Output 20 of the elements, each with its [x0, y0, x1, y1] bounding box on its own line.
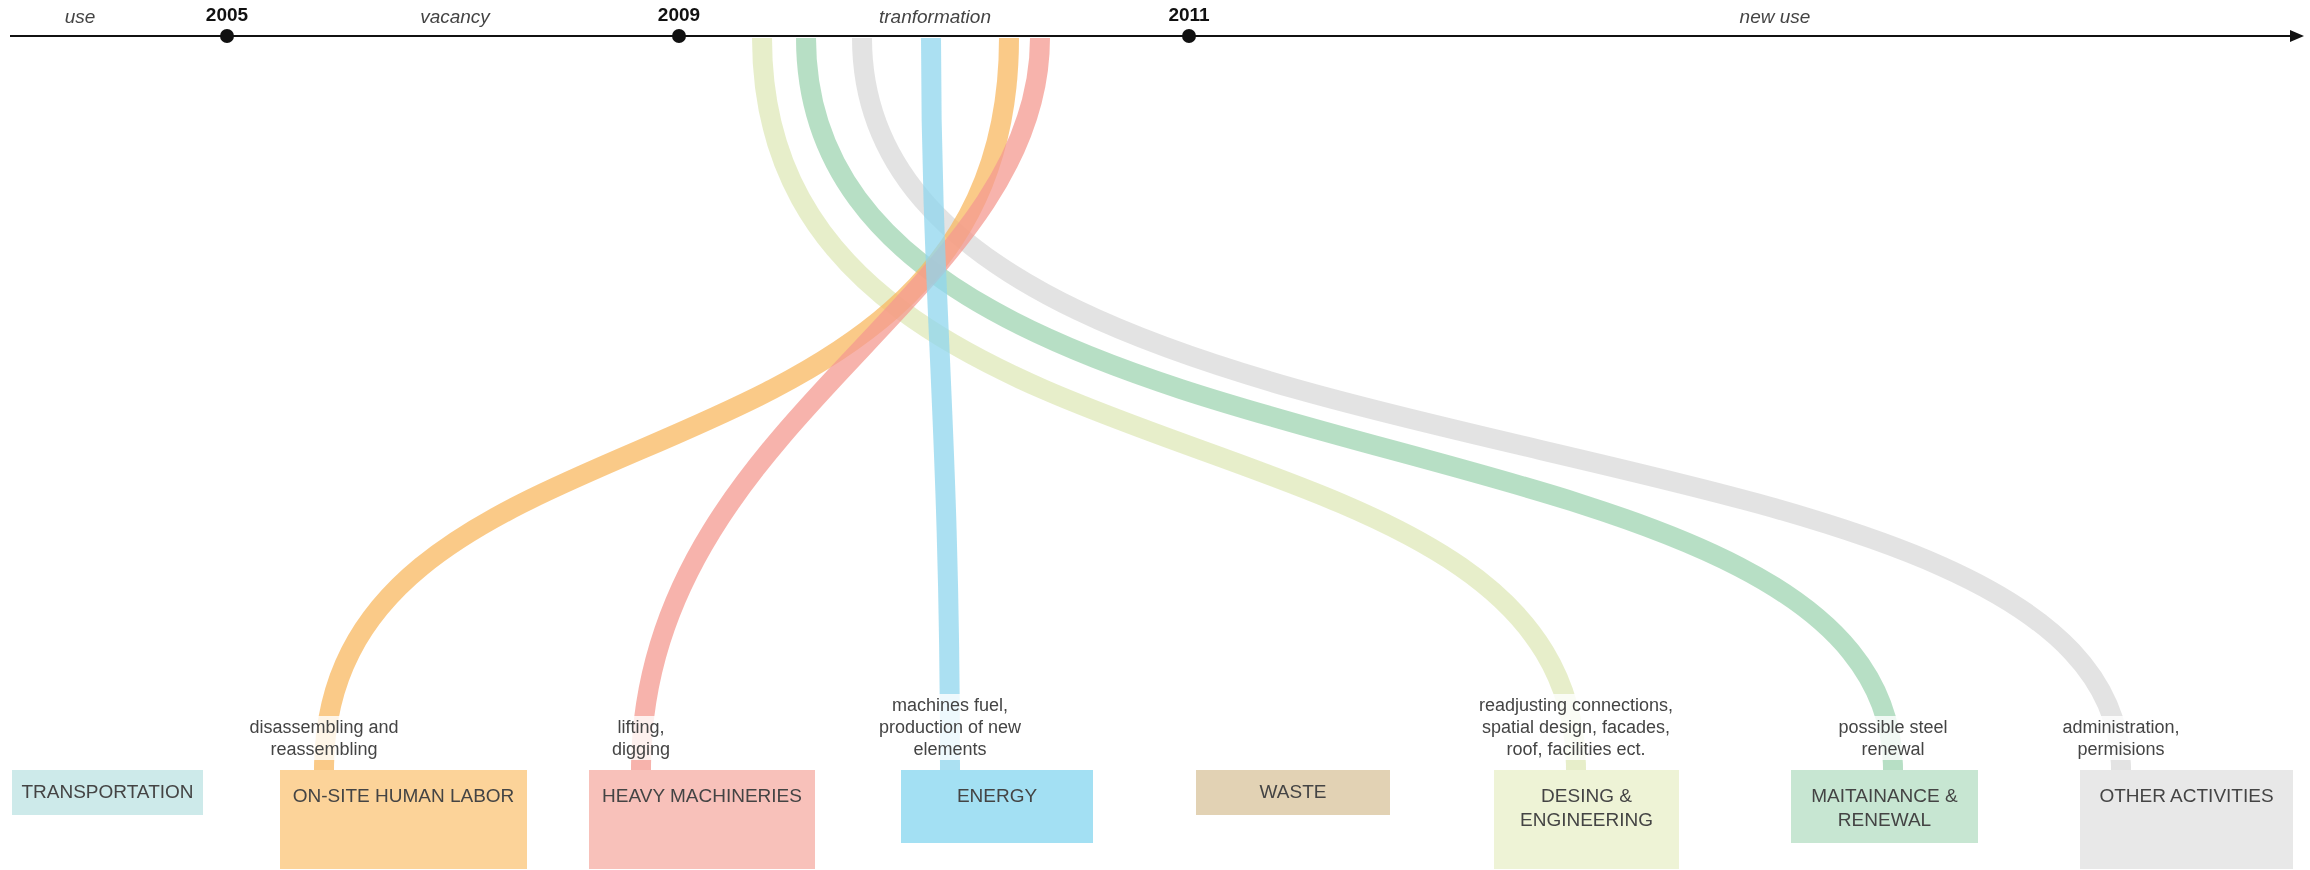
year-label: 2009: [657, 4, 701, 26]
category-box: TRANSPORTATION: [12, 770, 203, 815]
period-label: new use: [1739, 6, 1811, 28]
flow-band: [752, 36, 1586, 772]
category-box: DESING & ENGINEERING: [1494, 770, 1679, 869]
year-label: 2011: [1168, 4, 1210, 26]
category-box: OTHER ACTIVITIES: [2080, 770, 2293, 869]
flow-band: [921, 37, 960, 771]
flow-band: [631, 36, 1050, 771]
category-box: WASTE: [1196, 770, 1390, 815]
period-label: use: [64, 6, 96, 28]
flow-band: [796, 36, 1903, 773]
period-label: vacancy: [420, 6, 490, 28]
category-box: MAITAINANCE & RENEWAL: [1791, 770, 1978, 843]
category-box: HEAVY MACHINERIES: [589, 770, 815, 869]
flow-band: [314, 36, 1019, 772]
flow-band: [852, 35, 2131, 773]
category-box: ENERGY: [901, 770, 1093, 843]
year-label: 2005: [205, 4, 249, 26]
category-box: ON-SITE HUMAN LABOR: [280, 770, 527, 869]
